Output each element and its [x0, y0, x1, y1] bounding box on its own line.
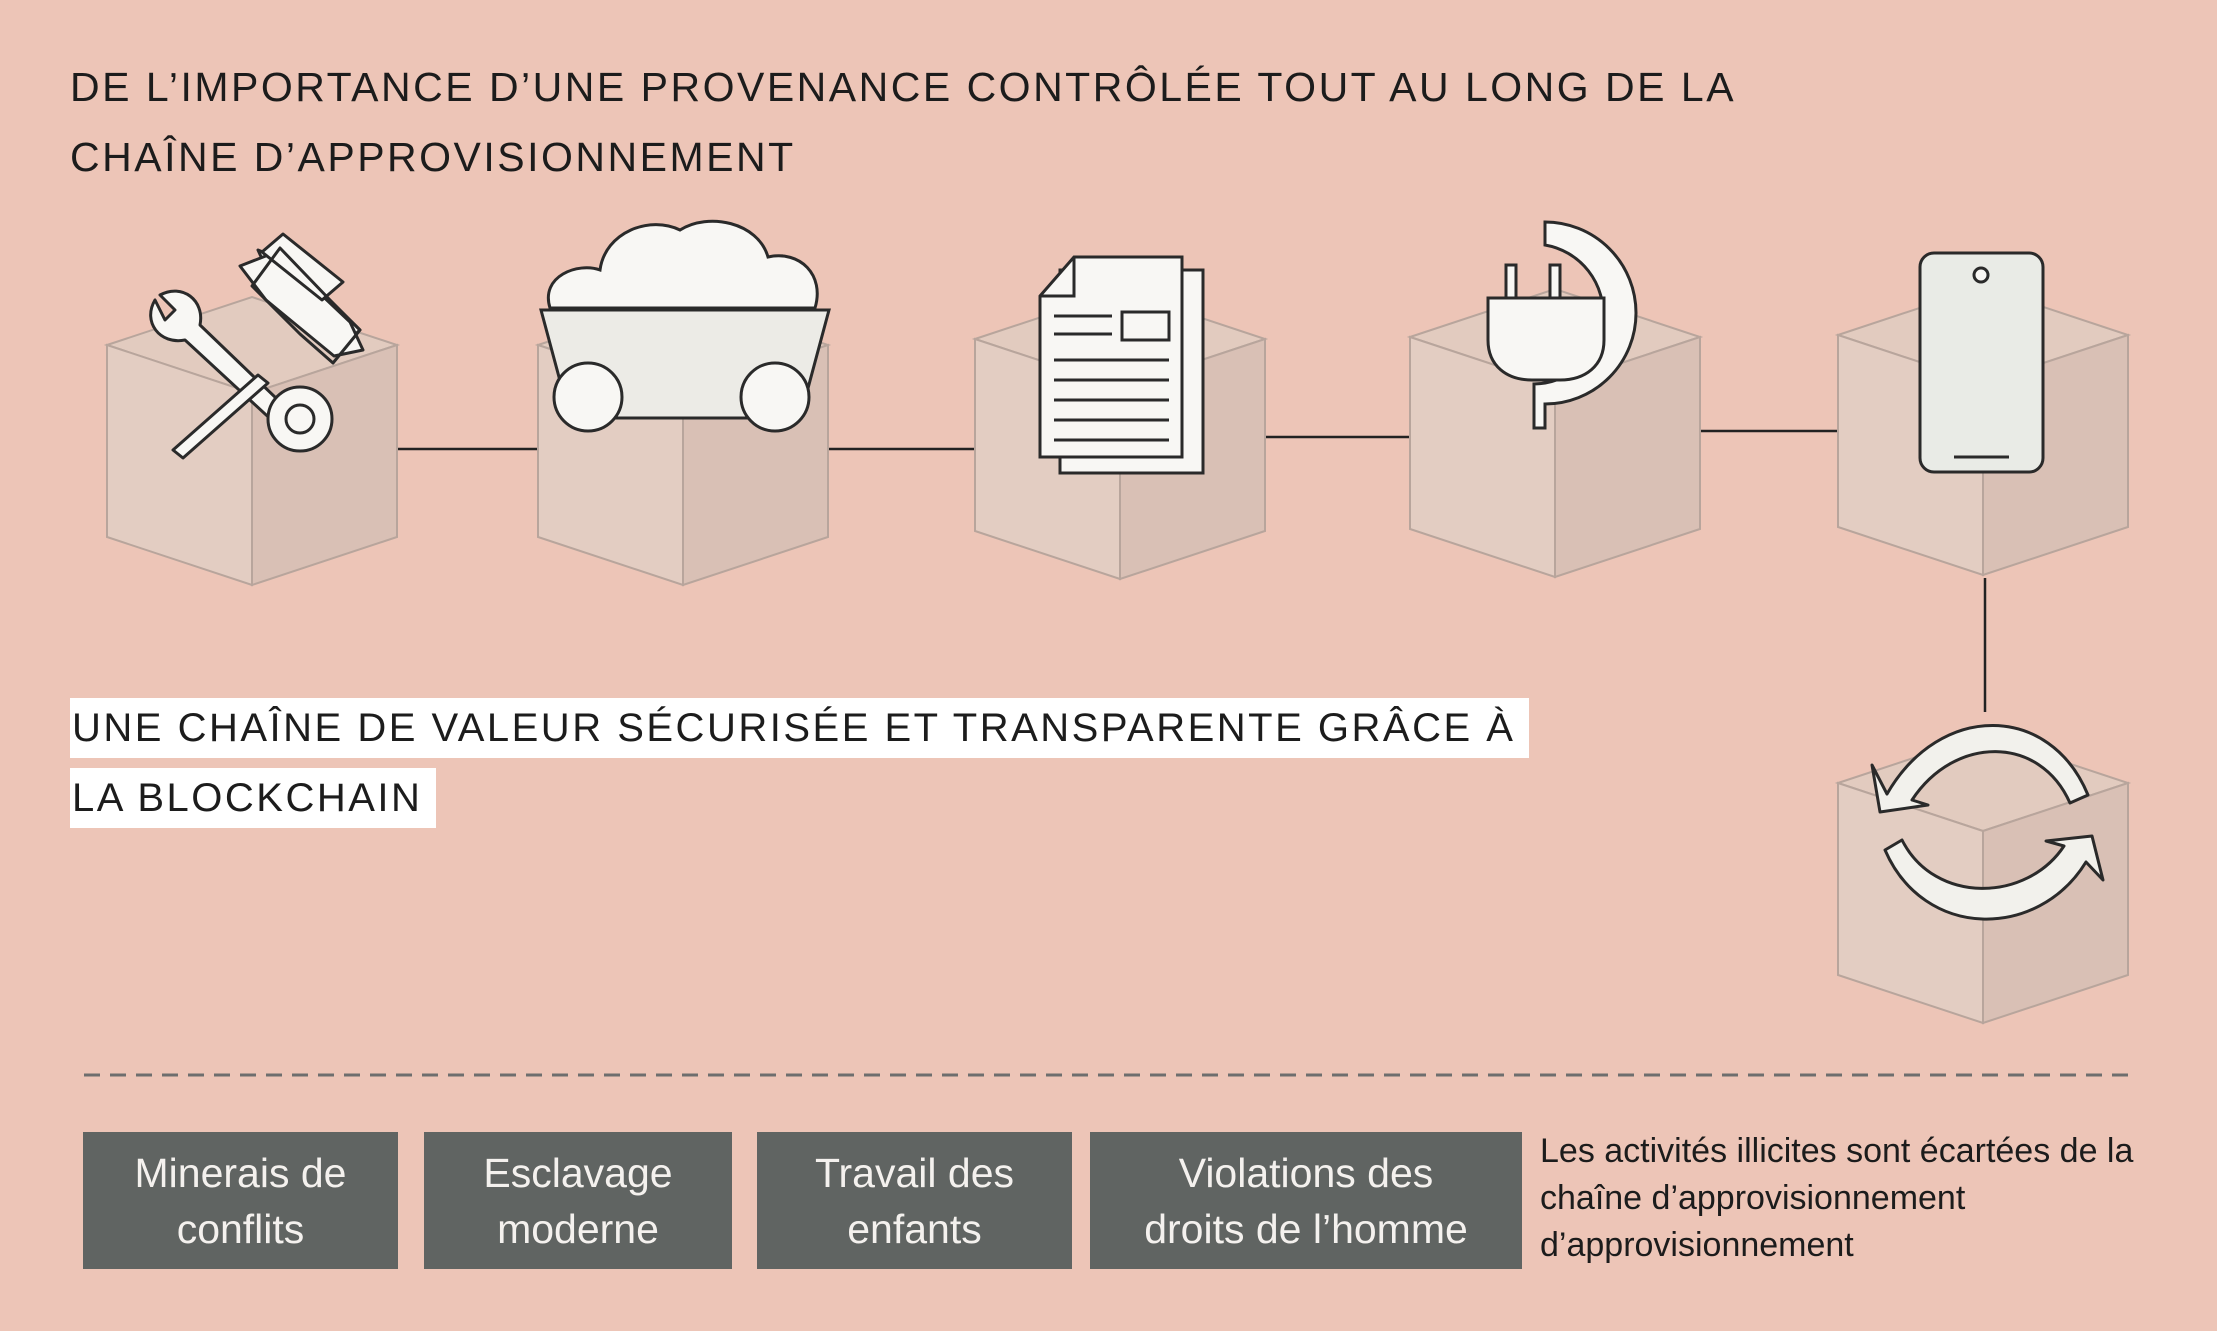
dashed-divider	[84, 1073, 2135, 1077]
power-plug-icon	[1486, 220, 1638, 430]
section-subtitle: UNE CHAÎNE DE VALEUR SÉCURISÉE ET TRANSP…	[70, 693, 1570, 833]
tools-icon	[149, 232, 365, 460]
illicit-activities-note: Les activités illicites sont écartées de…	[1540, 1132, 2134, 1264]
chain-connectors	[395, 429, 1987, 712]
risk-tag-conflict-minerals: Minerais de conflits	[83, 1132, 398, 1269]
subtitle-text: UNE CHAÎNE DE VALEUR SÉCURISÉE ET TRANSP…	[70, 698, 1530, 828]
smartphone-icon	[1918, 251, 2045, 474]
risk-tag-child-labour: Travail des enfants	[757, 1132, 1072, 1269]
risk-tag-human-rights: Violations des droits de l’homme	[1090, 1132, 1522, 1269]
document-icon	[1038, 255, 1205, 475]
recycle-icon	[1870, 724, 2105, 921]
page-title: DE L’IMPORTANCE D’UNE PROVENANCE CONTRÔL…	[70, 64, 1734, 180]
risk-tag-modern-slavery: Esclavage moderne	[424, 1132, 732, 1269]
mine-cart-icon	[539, 219, 831, 433]
step-box-recycle	[1837, 734, 2129, 1024]
